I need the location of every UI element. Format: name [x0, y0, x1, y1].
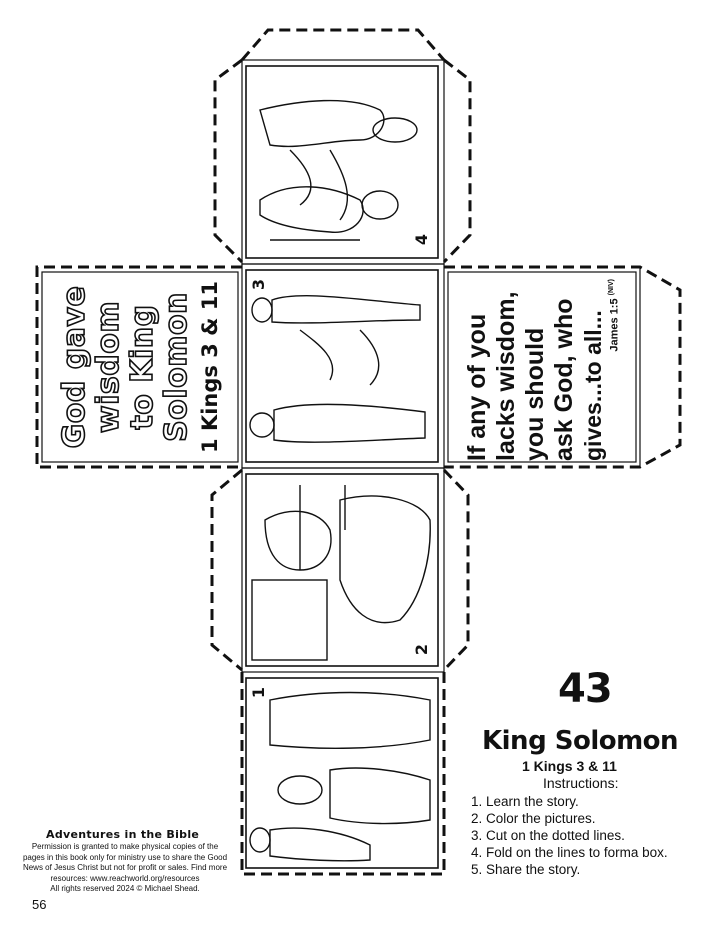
scene-3-illustration: [249, 295, 426, 443]
scene-1-illustration: [249, 691, 431, 862]
right-panel: If any of you lacks wisdom, you should a…: [448, 272, 636, 462]
verse-line: If any of you: [463, 313, 492, 461]
right-panel-cut-line: [444, 265, 682, 469]
panel-title-line: God gave: [56, 285, 93, 449]
lesson-reference: 1 Kings 3 & 11: [522, 758, 617, 774]
instruction-item: 3. Cut on the dotted lines.: [471, 828, 625, 843]
flap-cut-line: [213, 58, 244, 264]
flap-cut-line: [210, 468, 243, 672]
panel-title-line: wisdom: [90, 300, 127, 434]
panel-title-line: Solomon: [158, 291, 195, 442]
flap-cut-line: [442, 58, 472, 264]
page-number: 56: [32, 897, 47, 912]
top-flap-cut-line: [240, 28, 446, 61]
permission-notice: Permission is granted to make physical c…: [22, 842, 228, 893]
instruction-item: 4. Fold on the lines to forma box.: [471, 845, 668, 860]
lesson-title: King Solomon: [482, 726, 679, 756]
left-panel: God gave wisdom to King Solomon 1 Kings …: [42, 272, 238, 462]
panel-title-line: to King: [124, 304, 161, 431]
verse-line: you should: [521, 327, 550, 461]
instruction-item: 1. Learn the story.: [471, 794, 579, 809]
verse-line: gives...to all...: [580, 310, 607, 461]
flap-cut-line: [442, 468, 470, 672]
verse-line: lacks wisdom,: [492, 291, 521, 461]
scene-3-number: 3: [249, 278, 269, 291]
scene-4-number: 4: [412, 233, 432, 246]
instruction-item: 2. Color the pictures.: [471, 811, 596, 826]
scene-2-illustration: [251, 485, 431, 661]
scene-4-illustration: [259, 99, 418, 241]
lesson-number: 43: [558, 666, 613, 712]
scene-1-number: 1: [249, 686, 269, 699]
instruction-item: 5. Share the story.: [471, 862, 581, 877]
verse-reference: James 1:5 (NIV): [608, 279, 621, 352]
scene-2-number: 2: [412, 643, 432, 656]
left-panel-cut-line: [35, 265, 242, 469]
brand-name: Adventures in the Bible: [46, 828, 200, 841]
fold-square-3: [241, 263, 445, 469]
bottom-panel-cut-line: [240, 672, 446, 876]
instructions-heading: Instructions:: [543, 775, 619, 791]
instructions-list: 1. Learn the story. 2. Color the picture…: [471, 793, 668, 878]
fold-square-2: [241, 467, 445, 673]
panel-reference: 1 Kings 3 & 11: [198, 281, 222, 453]
verse-line: ask God, who: [550, 298, 579, 461]
